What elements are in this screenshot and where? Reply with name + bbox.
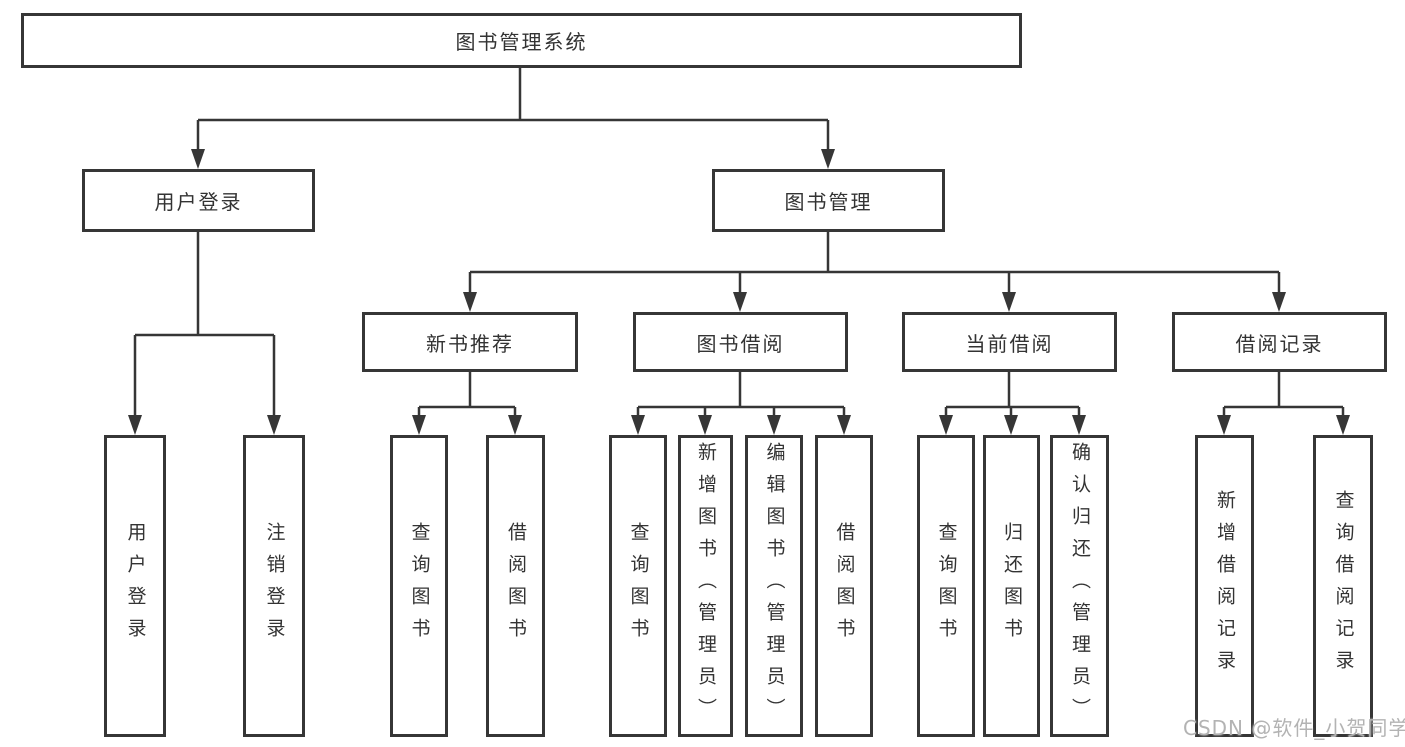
node-label: 新增借阅记录 [1214,490,1236,682]
leaf-query-books-current: 查询图书 [917,435,975,737]
node-label: 图书管理系统 [455,30,588,54]
node-user-login: 用户登录 [82,169,315,232]
node-label: 查询图书 [935,522,958,650]
leaf-logout: 注销登录 [243,435,305,737]
leaf-query-books-recommend: 查询图书 [390,435,448,737]
node-label: 查询图书 [408,522,431,650]
leaf-query-books-borrowing: 查询图书 [609,435,667,737]
node-label: 图书借阅 [696,331,785,356]
node-library-system: 图书管理系统 [21,13,1022,68]
node-label: 注销登录 [263,522,286,650]
csdn-watermark: CSDN @软件_小贺同学 [1183,716,1405,740]
node-label: 查询借阅记录 [1332,490,1355,682]
leaf-add-borrow-record: 新增借阅记录 [1195,435,1254,737]
node-label: 查询图书 [627,522,650,650]
node-label: 新书推荐 [426,331,514,356]
leaf-edit-books-admin: 编辑图书（管理员） [745,435,803,737]
node-label: 归还图书 [1001,522,1023,650]
node-label: 借阅记录 [1235,331,1324,356]
node-label: 编辑图书（管理员） [763,442,786,730]
leaf-borrow-books-recommend: 借阅图书 [486,435,545,737]
node-label: 新增图书（管理员） [695,442,717,730]
leaf-return-books: 归还图书 [983,435,1040,737]
node-label: 当前借阅 [965,331,1054,356]
node-label: 借阅图书 [833,522,856,650]
leaf-user-login: 用户登录 [104,435,166,737]
node-label: 用户登录 [124,522,147,650]
leaf-confirm-return-admin: 确认归还（管理员） [1050,435,1109,737]
node-label: 借阅图书 [505,522,527,650]
node-current-borrowing: 当前借阅 [902,312,1117,372]
node-borrow-records: 借阅记录 [1172,312,1387,372]
leaf-borrow-books: 借阅图书 [815,435,873,737]
leaf-add-books-admin: 新增图书（管理员） [678,435,733,737]
node-label: 用户登录 [154,190,243,214]
node-new-book-recommend: 新书推荐 [362,312,578,372]
node-book-borrowing: 图书借阅 [633,312,848,372]
node-label: 确认归还（管理员） [1069,442,1091,730]
node-book-management: 图书管理 [712,169,945,232]
leaf-query-borrow-record: 查询借阅记录 [1313,435,1373,737]
node-label: 图书管理 [784,190,873,214]
